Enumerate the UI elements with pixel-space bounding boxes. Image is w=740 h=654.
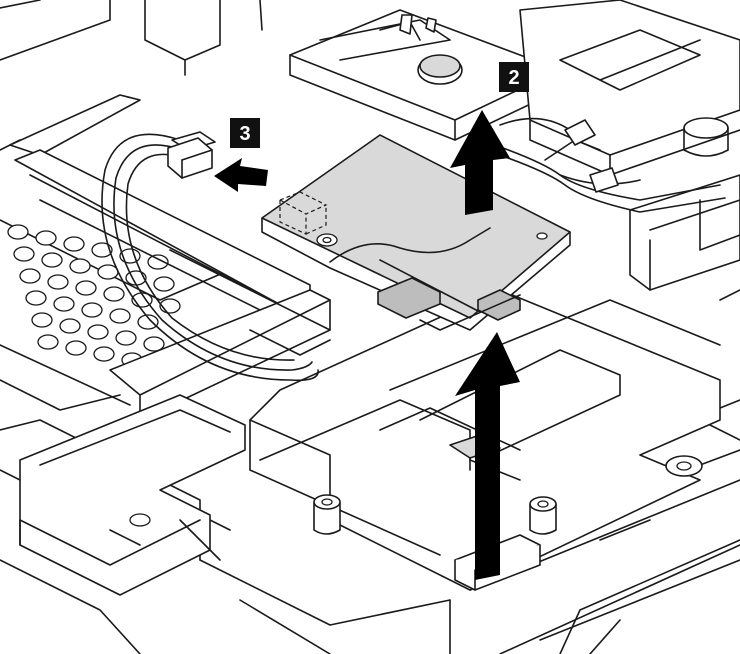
arrow-up-large <box>455 332 520 580</box>
card-cable <box>101 133 319 382</box>
perforation-hole <box>75 280 97 296</box>
perforation-hole <box>59 318 81 334</box>
perforation-hole <box>87 324 109 340</box>
perforation-hole <box>19 268 41 284</box>
wireless-card <box>261 134 571 331</box>
perforation-hole <box>147 254 169 270</box>
standoff-right <box>529 496 557 535</box>
perforation-hole <box>25 290 47 306</box>
perforation-hole <box>47 274 69 290</box>
perforation-hole <box>109 308 131 324</box>
arrow-up-small <box>450 110 510 215</box>
top-right-modules <box>519 0 740 291</box>
perforation-hole <box>63 236 85 252</box>
callout-label-3: 3 <box>239 123 250 145</box>
callout-box-3 <box>230 118 260 148</box>
cable-connector-plug <box>167 131 216 179</box>
perforation-hole <box>97 264 119 280</box>
arrows <box>214 110 520 580</box>
perforation-hole <box>91 242 113 258</box>
left-rail <box>9 94 331 421</box>
perforation-hole <box>37 334 59 350</box>
perforation-hole <box>137 314 159 330</box>
perforation-hole <box>93 346 115 362</box>
antenna-cables <box>479 117 726 213</box>
callout-box-2 <box>499 62 529 92</box>
perforation-hole <box>41 252 63 268</box>
standoffs <box>313 455 703 535</box>
perforation-hole <box>65 340 87 356</box>
standoff-left <box>313 494 341 535</box>
arrow-left <box>214 158 268 192</box>
perforation-hole <box>31 312 53 328</box>
callout-step-2: 2 <box>499 62 529 92</box>
perforation-hole <box>35 230 57 246</box>
perforation-hole <box>53 296 75 312</box>
perforation-hole <box>143 336 165 352</box>
perforation-hole <box>7 224 29 240</box>
perforation-hole <box>81 302 103 318</box>
perforation-hole <box>159 298 181 314</box>
callout-label-2: 2 <box>508 67 519 89</box>
standoff-edge <box>665 455 703 477</box>
perforation-hole <box>153 276 175 292</box>
perforation-hole <box>115 330 137 346</box>
frame-bracket <box>19 394 246 596</box>
callout-step-3: 3 <box>230 118 260 148</box>
perforation-hole <box>103 286 125 302</box>
perforation-hole <box>13 246 35 262</box>
perforation-hole <box>69 258 91 274</box>
